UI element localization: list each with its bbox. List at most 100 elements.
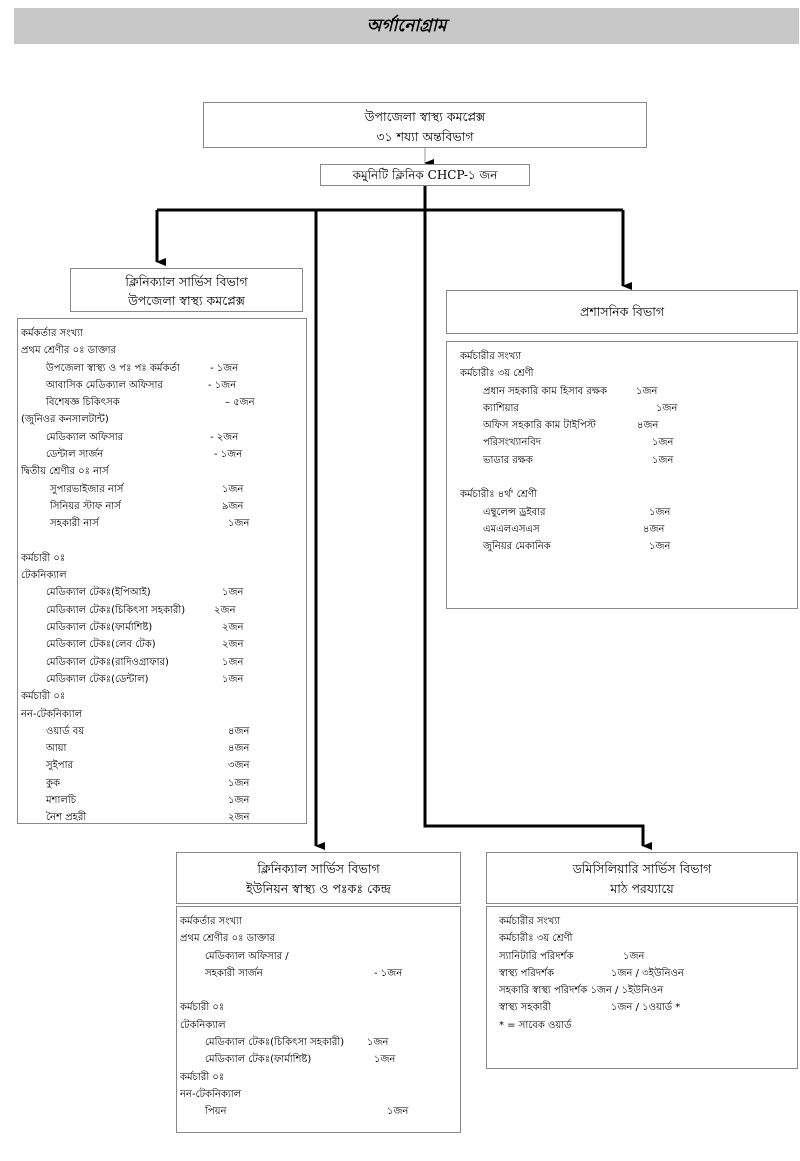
item-label: মেডিক্যাল টেকঃ(ফার্মাশিষ্ট): [205, 1054, 312, 1066]
clinical-union-header-box: ক্লিনিক্যাল সার্ভিস বিভাগ ইউনিয়ন স্বাস্…: [176, 852, 461, 904]
item-label: কর্মচারী ০ঃ: [180, 1002, 225, 1014]
item-label: প্রথম শ্রেণীর ০ঃ ডাক্তার: [21, 345, 116, 357]
list-item: প্রথম শ্রেণীর ০ঃ ডাক্তার: [177, 930, 460, 947]
item-label: (জুনিওর কনসালটান্ট): [21, 414, 109, 426]
top-box-line2: ৩১ শয্যা অন্তবিভাগ: [376, 129, 474, 144]
item-label: প্রথম শ্রেণীর ০ঃ ডাক্তার: [180, 933, 275, 945]
item-label: স্বাস্থ্য সহকারী: [499, 1002, 551, 1014]
item-label: মশালচি: [46, 795, 77, 807]
list-item: বিশেষজ্ঞ চিকিৎসক– ৫জন: [18, 394, 306, 411]
item-label: সুইপার: [46, 760, 73, 772]
item-label: মেডিক্যাল টেকঃ(ইপিআই): [46, 587, 151, 599]
item-label: কর্মকর্তার সংখ্যা: [21, 328, 83, 339]
list-item: আয়া ৪জন: [18, 740, 306, 757]
item-count: - ১জন: [208, 379, 237, 391]
item-label: প্রধান সহকারি কাম হিসাব রক্ষক: [483, 385, 608, 397]
list-item: মেডিক্যাল টেকঃ(চিকিৎসা সহকারী)২জন: [18, 602, 306, 619]
list-item: মেডিক্যাল টেকঃ(ফার্মাশিষ্ট)২জন: [18, 619, 306, 636]
list-item: টেকনিক্যাল: [18, 567, 306, 584]
item-label: কর্মচারীঃ ৪র্থ' শ্রেণী: [460, 489, 537, 501]
list-item: দ্বিতীয় শ্রেণীর ০ঃ নার্স: [18, 463, 306, 480]
list-item: [18, 533, 306, 550]
connector-to-domiciliary: [423, 186, 652, 850]
item-count: ২জন: [228, 812, 250, 824]
item-label: ক্যাশিয়ার: [483, 402, 519, 414]
item-label: নন-টেকনিক্যাল: [180, 1088, 242, 1100]
item-label: সিনিয়র স্টাফ নার্স: [50, 500, 121, 512]
item-label: কর্মচারী ০ঃ: [21, 552, 66, 564]
item-label: কর্মচারীঃ ৩য় শ্রেণী: [460, 368, 534, 380]
item-count: ১জন: [222, 483, 244, 495]
item-count: ১জন: [623, 950, 645, 962]
clinical-uhc-header2: উপজেলা স্বাস্থ্য কমপ্লেক্স: [128, 293, 245, 308]
item-label: অফিস সহকারি কাম টাইপিস্ট: [483, 420, 596, 432]
item-count: ৪জন: [637, 420, 659, 432]
list-item: মেডিক্যাল অফিসার /: [177, 948, 460, 965]
item-label: কর্মচারীর সংখ্যা: [499, 916, 561, 927]
item-count: ৪জন: [643, 523, 665, 535]
list-item: (জুনিওর কনসালটান্ট): [18, 411, 306, 428]
list-item: এম্বুলেন্স ড্রইবার ১জন: [447, 504, 797, 521]
item-count: ১জন / ১ওয়ার্ড *: [611, 1002, 681, 1014]
item-count: ১জন: [649, 506, 671, 518]
list-item: প্রথম শ্রেণীর ০ঃ ডাক্তার: [18, 342, 306, 359]
item-label: ডেন্টাল সার্জন: [46, 449, 104, 461]
item-label: জুনিয়র মেকানিক: [483, 541, 551, 553]
list-item: কর্মচারী ০ঃ: [18, 688, 306, 705]
clinical-union-header2: ইউনিয়ন স্বাস্থ্য ও পঃকঃ কেন্দ্র: [246, 881, 391, 896]
list-item: টেকনিক্যাল: [177, 1017, 460, 1034]
chcp-box: কমুনিটি ক্লিনিক CHCP-১ জন: [320, 164, 530, 186]
list-item: মেডিক্যাল টেকঃ(লেব টেক)২জন: [18, 636, 306, 653]
item-label: কর্মকর্তার সংখ্যা: [180, 916, 242, 927]
list-item: মেডিক্যাল টেকঃ(ডেন্টাল)১জন: [18, 671, 306, 688]
item-label: মেডিক্যাল টেকঃ(চিকিৎসা সহকারী): [205, 1037, 345, 1049]
item-count: ৪জন: [228, 725, 250, 737]
list-item: স্বাস্থ্য সহকারী ১জন / ১ওয়ার্ড *: [487, 999, 797, 1016]
list-item: কুক ১জন: [18, 775, 306, 792]
item-label: ভাডার রক্ষক: [483, 454, 533, 466]
list-item: কর্মচারীর সংখ্যা: [447, 348, 797, 365]
item-count: ১জন: [652, 437, 674, 449]
list-item: নন-টেকনিক্যাল: [18, 706, 306, 723]
list-item: ওয়ার্ড বয়৪জন: [18, 723, 306, 740]
item-label: কর্মচারীঃ ৩য় শ্রেণী: [499, 933, 573, 945]
item-label: আয়া: [46, 743, 67, 755]
list-item: নৈশ প্রহরী২জন: [18, 809, 306, 826]
list-item: [177, 982, 460, 999]
item-label: এম্বুলেন্স ড্রইবার: [483, 506, 546, 518]
item-count: ১জন: [387, 1106, 409, 1118]
item-label: সহকারি স্বাস্থ্য পরিদর্শক ১জন / ১ইউনিওন: [499, 985, 664, 997]
top-box-line1: উপাজেলা স্বাস্থ্য কমপ্লেক্স: [364, 109, 486, 124]
item-count: – ৫জন: [225, 397, 255, 409]
item-count: ৪জন: [228, 743, 250, 755]
item-count: ২জন: [222, 622, 244, 634]
item-label: কর্মচারীর সংখ্যা: [460, 351, 522, 362]
item-label: সহকারী সার্জন: [205, 967, 263, 979]
item-count: - ১জন: [210, 362, 239, 374]
item-count: ১জন: [228, 777, 250, 789]
item-label: কর্মচারী ০ঃ: [180, 1071, 225, 1083]
item-label: নন-টেকনিক্যাল: [21, 708, 83, 720]
item-count: ১জন: [222, 673, 244, 685]
list-item: মেডিক্যাল টেকঃ(ফার্মাশিষ্ট) ১জন: [177, 1051, 460, 1068]
list-item: নন-টেকনিক্যাল: [177, 1086, 460, 1103]
item-count: ১জন: [222, 587, 244, 599]
item-count: ১জন: [636, 385, 658, 397]
domiciliary-header2: মাঠ পরয্যায়ে: [610, 881, 674, 896]
domiciliary-staff-list: কর্মচারীর সংখ্যা কর্মচারীঃ ৩য় শ্রেণী স্যা…: [486, 906, 798, 1069]
item-label: কুক: [46, 777, 60, 789]
clinical-uhc-header-box: ক্লিনিক্যাল সার্ভিস বিভাগ উপজেলা স্বাস্থ…: [70, 268, 303, 312]
item-label: মেডিক্যাল টেকঃ(রাদিওগ্রাফার): [46, 656, 169, 668]
item-count: ১জন: [374, 1054, 396, 1066]
clinical-union-staff-list: কর্মকর্তার সংখ্যা প্রথম শ্রেণীর ০ঃ ডাক্তা…: [176, 906, 461, 1133]
item-count: ১জন: [228, 518, 250, 530]
clinical-uhc-staff-list: কর্মকর্তার সংখ্যা প্রথম শ্রেণীর ০ঃ ডাক্তা…: [17, 318, 307, 824]
list-item: অফিস সহকারি কাম টাইপিস্ট ৪জন: [447, 417, 797, 434]
